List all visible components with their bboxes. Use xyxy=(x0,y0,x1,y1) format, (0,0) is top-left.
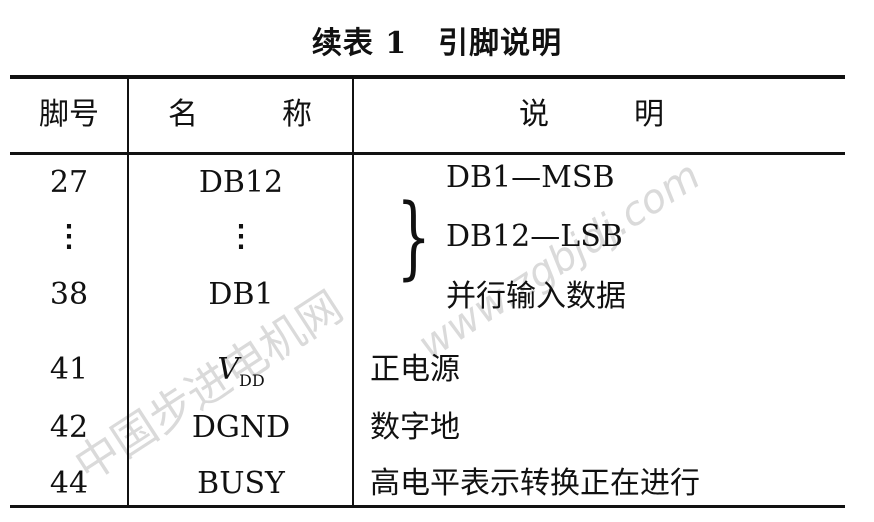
name-vdd-main: V xyxy=(217,352,239,387)
header-desc-1: 说 xyxy=(519,97,549,132)
name-db12: DB12 xyxy=(198,165,284,200)
column-divider-2 xyxy=(352,77,354,507)
name-ellipsis: ⋮ xyxy=(226,219,256,254)
name-db1: DB1 xyxy=(208,277,274,312)
name-vdd: VDD xyxy=(130,352,352,399)
desc-busy: 高电平表示转换正在进行 xyxy=(370,466,700,501)
pin-41: 41 xyxy=(49,352,89,387)
header-rule xyxy=(10,152,845,155)
header-desc-2: 明 xyxy=(634,97,664,132)
desc-msb: DB1—MSB xyxy=(446,160,615,195)
table-title: 续表 1 引脚说明 xyxy=(311,26,563,61)
table-bottom-rule xyxy=(10,505,845,508)
desc-positive-supply: 正电源 xyxy=(370,352,460,387)
pin-ellipsis: ⋮ xyxy=(54,219,84,254)
pin-42: 42 xyxy=(49,410,89,445)
name-busy: BUSY xyxy=(197,466,285,501)
desc-lsb: DB12—LSB xyxy=(446,219,623,254)
name-vdd-sub: DD xyxy=(239,371,265,390)
desc-digital-ground: 数字地 xyxy=(370,410,460,445)
pin-38: 38 xyxy=(49,277,89,312)
brace-icon: } xyxy=(396,185,431,290)
header-name-1: 名 xyxy=(168,97,198,132)
name-dgnd: DGND xyxy=(191,410,291,445)
header-pin: 脚号 xyxy=(39,97,99,132)
pin-27: 27 xyxy=(49,165,89,200)
desc-parallel-input: 并行输入数据 xyxy=(446,279,626,314)
pin-44: 44 xyxy=(49,466,89,501)
table-top-rule xyxy=(10,75,845,79)
column-divider-1 xyxy=(127,77,129,507)
header-name-2: 称 xyxy=(282,97,312,132)
